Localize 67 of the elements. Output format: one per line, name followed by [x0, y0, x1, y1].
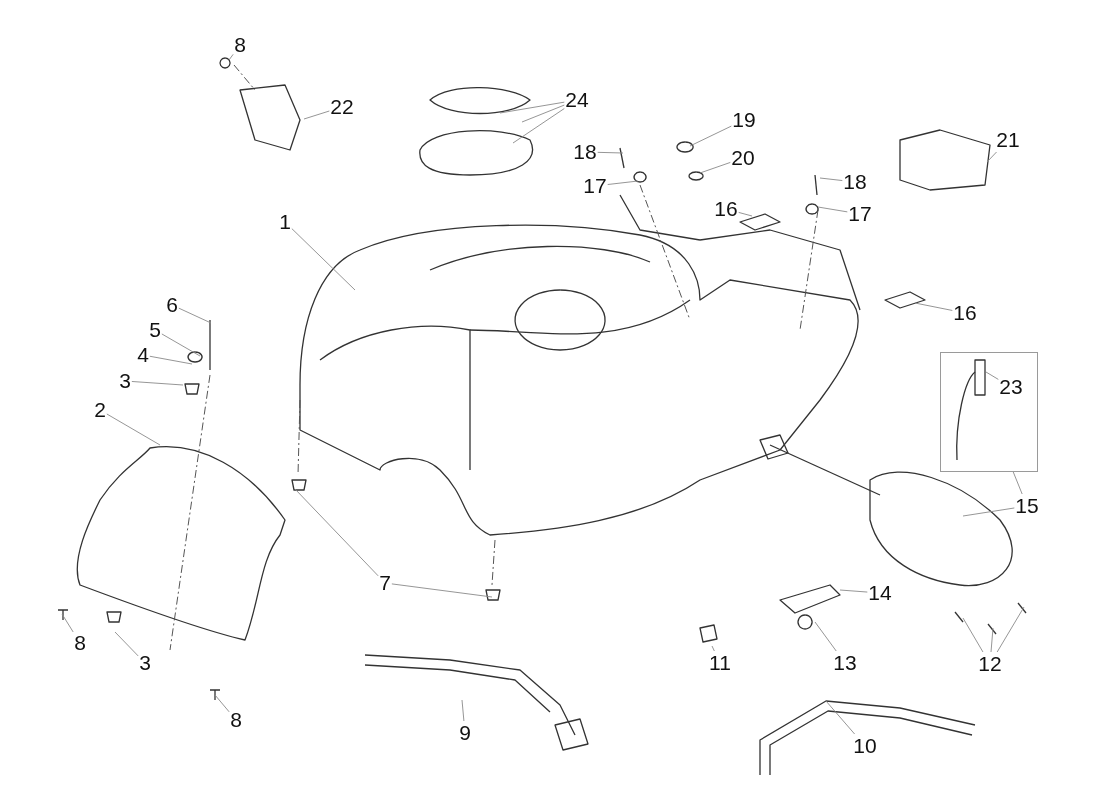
callout-number: 3 — [139, 652, 151, 674]
callout-number: 23 — [999, 376, 1023, 398]
leader-line — [106, 413, 161, 446]
leader-line — [521, 104, 565, 123]
callout-number: 10 — [853, 735, 877, 757]
callout-number: 17 — [583, 175, 607, 197]
leader-line — [738, 211, 753, 217]
callout-number: 12 — [978, 653, 1002, 675]
callout-number: 21 — [996, 129, 1020, 151]
callout-number: 4 — [137, 344, 149, 366]
callout-number: 22 — [330, 96, 354, 118]
leader-line — [461, 699, 465, 722]
leader-line — [962, 507, 1015, 517]
callout-number: 5 — [149, 319, 161, 341]
leader-line — [817, 206, 848, 213]
callout-number: 16 — [953, 302, 977, 324]
callout-number: 8 — [74, 632, 86, 654]
leader-line — [303, 110, 330, 120]
leader-line — [61, 613, 74, 633]
inset-frame — [940, 352, 1038, 472]
callout-number: 7 — [379, 572, 391, 594]
leader-line — [689, 125, 732, 147]
callout-number: 19 — [732, 109, 756, 131]
leader-line — [294, 488, 379, 577]
callout-number: 13 — [833, 652, 857, 674]
leader-line — [131, 381, 184, 386]
callout-number: 8 — [230, 709, 242, 731]
leader-line — [228, 53, 234, 61]
leader-line — [597, 151, 624, 154]
leader-line — [986, 151, 997, 163]
leader-line — [819, 177, 843, 181]
leader-line — [214, 694, 230, 713]
callout-number: 24 — [565, 89, 589, 111]
callout-number: 2 — [94, 399, 106, 421]
leader-line — [839, 589, 868, 593]
leader-line — [699, 161, 731, 174]
leader-line — [814, 621, 837, 652]
leader-line — [512, 108, 565, 144]
callout-number: 20 — [731, 147, 755, 169]
leader-line — [114, 631, 139, 657]
callout-number: 14 — [868, 582, 892, 604]
leader-line — [985, 371, 999, 380]
callout-number: 11 — [709, 652, 731, 674]
leader-line — [962, 617, 984, 653]
leader-line — [149, 355, 193, 365]
leader-line — [996, 606, 1025, 653]
callout-number: 9 — [459, 722, 471, 744]
callout-number: 3 — [119, 370, 131, 392]
leader-line — [990, 627, 994, 653]
leader-line — [914, 302, 953, 311]
leader-line — [1012, 471, 1023, 495]
callout-number: 18 — [573, 141, 597, 163]
callout-number: 17 — [848, 203, 872, 225]
leader-line — [499, 101, 565, 114]
leader-line — [178, 307, 212, 324]
leader-line — [825, 700, 856, 735]
callout-number: 6 — [166, 294, 178, 316]
leader-line — [391, 583, 493, 598]
callout-number: 1 — [279, 211, 291, 233]
leader-line — [607, 180, 639, 185]
leader-line — [711, 645, 715, 652]
leader-line — [161, 333, 201, 357]
callout-number: 16 — [714, 198, 738, 220]
callout-number: 15 — [1015, 495, 1039, 517]
callout-number: 8 — [234, 34, 246, 56]
callout-number: 18 — [843, 171, 867, 193]
leader-line — [291, 228, 356, 291]
